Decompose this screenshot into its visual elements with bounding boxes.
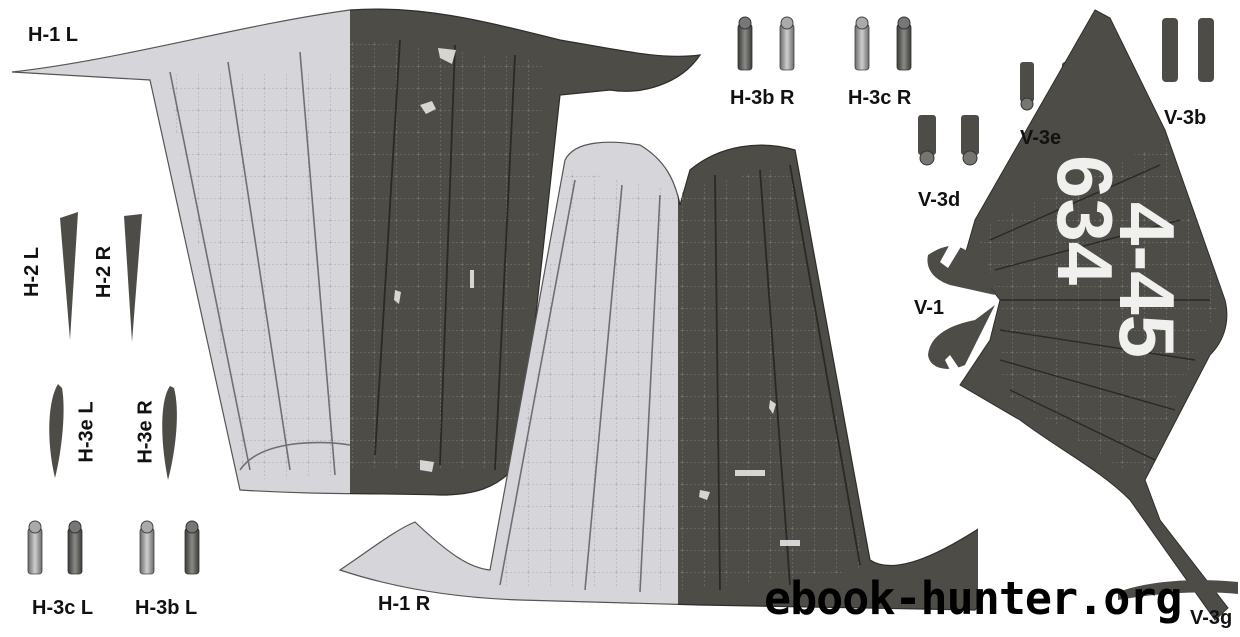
v1-fin-part: 4-45 634 [927, 9, 1229, 621]
h3cr-rod-parts [854, 16, 912, 71]
h3cl-rod-parts [27, 520, 83, 575]
label-v3b: V-3b [1164, 107, 1207, 129]
h3er-airfoil-part [162, 386, 177, 480]
h3el-airfoil-part [49, 384, 64, 478]
label-h3br: H-3b R [730, 87, 795, 109]
h1l-stabilizer-part [11, 8, 702, 496]
h3br-rod-parts [737, 16, 795, 71]
label-v3g: V-3g [1190, 607, 1233, 629]
label-h3cr: H-3c R [848, 87, 912, 109]
label-h1l: H-1 L [28, 24, 78, 46]
h2l-strip-part [60, 212, 78, 340]
label-h2l: H-2 L [21, 247, 43, 297]
label-h2r: H-2 R [93, 245, 116, 299]
serial-line-1: 4-45 [1103, 202, 1191, 358]
v3g-strip-part [1118, 580, 1238, 600]
v3b-strip-parts [1162, 18, 1214, 82]
label-h1r: H-1 R [378, 593, 431, 615]
label-h3er: H-3e R [134, 400, 157, 464]
h2r-strip-part [124, 214, 142, 342]
label-v3e: V-3e [1020, 127, 1062, 149]
label-v3d: V-3d [918, 189, 961, 211]
serial-line-2: 634 [1041, 155, 1129, 285]
label-h3cl: H-3c L [32, 597, 94, 619]
h3bl-rod-parts [139, 520, 200, 575]
label-v1: V-1 [914, 297, 945, 319]
v3d-rod-parts [918, 115, 979, 166]
label-h3bl: H-3b L [135, 597, 198, 619]
label-h3el: H-3e L [75, 401, 98, 463]
h1r-stabilizer-part [338, 141, 978, 611]
watermark-text: ebook-hunter.org [764, 572, 1182, 625]
